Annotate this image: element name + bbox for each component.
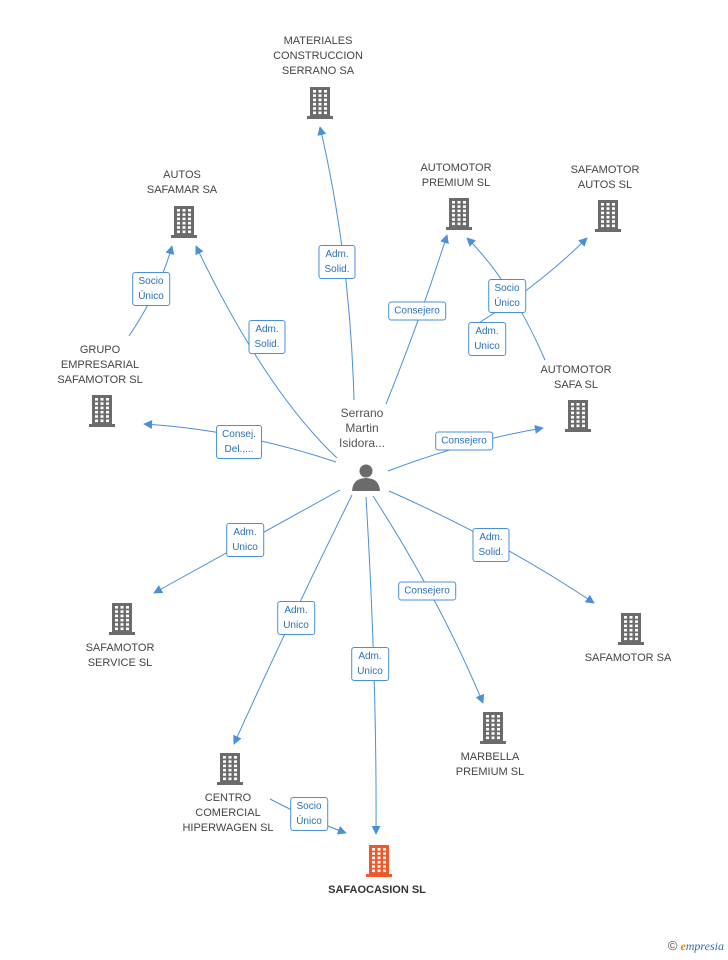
building-icon[interactable] <box>595 200 621 232</box>
relation-label: Adm. Unico <box>351 647 389 681</box>
brand-name: mpresia <box>685 939 724 953</box>
copyright-symbol: © <box>667 938 678 953</box>
relation-label: Adm. Solid. <box>318 245 356 279</box>
relation-label: Adm. Unico <box>277 601 315 635</box>
company-label-grupo[interactable]: GRUPO EMPRESARIAL SAFAMOTOR SL <box>57 344 143 386</box>
relation-label: Socio Único <box>488 279 526 313</box>
relation-edge <box>473 237 588 327</box>
company-label-safamotor-autos[interactable]: SAFAMOTOR AUTOS SL <box>570 164 640 191</box>
relation-label: Socio Único <box>132 272 170 306</box>
relation-label: Socio Único <box>290 797 328 831</box>
company-label-automotor-premium[interactable]: AUTOMOTOR PREMIUM SL <box>420 162 492 189</box>
building-icon[interactable] <box>565 400 591 432</box>
building-icon[interactable] <box>307 87 333 119</box>
company-label-marbella[interactable]: MARBELLA PREMIUM SL <box>455 751 525 778</box>
company-label-safamotor-service[interactable]: SAFAMOTOR SERVICE SL <box>85 642 155 669</box>
building-icon[interactable] <box>171 206 197 238</box>
relation-label: Consej. Del.,... <box>216 425 262 459</box>
relation-label: Consejero <box>435 431 493 451</box>
building-icon[interactable] <box>618 613 644 645</box>
empresia-logo: ©empresia <box>668 938 724 954</box>
company-label-automotor-safa[interactable]: AUTOMOTOR SAFA SL <box>540 364 612 391</box>
building-icon[interactable] <box>89 395 115 427</box>
building-icon[interactable] <box>109 603 135 635</box>
relation-label: Consejero <box>398 581 456 601</box>
building-icon[interactable] <box>217 753 243 785</box>
person-icon[interactable] <box>352 464 380 492</box>
brand-e: e <box>680 939 686 953</box>
company-label-autos-safamar[interactable]: AUTOS SAFAMAR SA <box>146 169 218 196</box>
relation-label: Adm. Solid. <box>472 528 510 562</box>
company-label-safamotor-sa[interactable]: SAFAMOTOR SA <box>584 652 672 664</box>
company-label-materiales[interactable]: MATERIALES CONSTRUCCION SERRANO SA <box>273 35 363 77</box>
building-icon[interactable] <box>446 198 472 230</box>
relation-edge <box>195 245 338 459</box>
company-label-safaocasion[interactable]: SAFAOCASION SL <box>328 884 426 896</box>
building-icon[interactable] <box>366 845 392 877</box>
relation-label: Adm. Unico <box>468 322 506 356</box>
person-name[interactable]: Serrano Martin Isidora... <box>338 406 386 450</box>
relation-label: Consejero <box>388 301 446 321</box>
building-icon[interactable] <box>480 712 506 744</box>
company-label-centro[interactable]: CENTRO COMERCIAL HIPERWAGEN SL <box>182 792 274 834</box>
relation-label: Adm. Solid. <box>248 320 286 354</box>
relation-label: Adm. Unico <box>226 523 264 557</box>
